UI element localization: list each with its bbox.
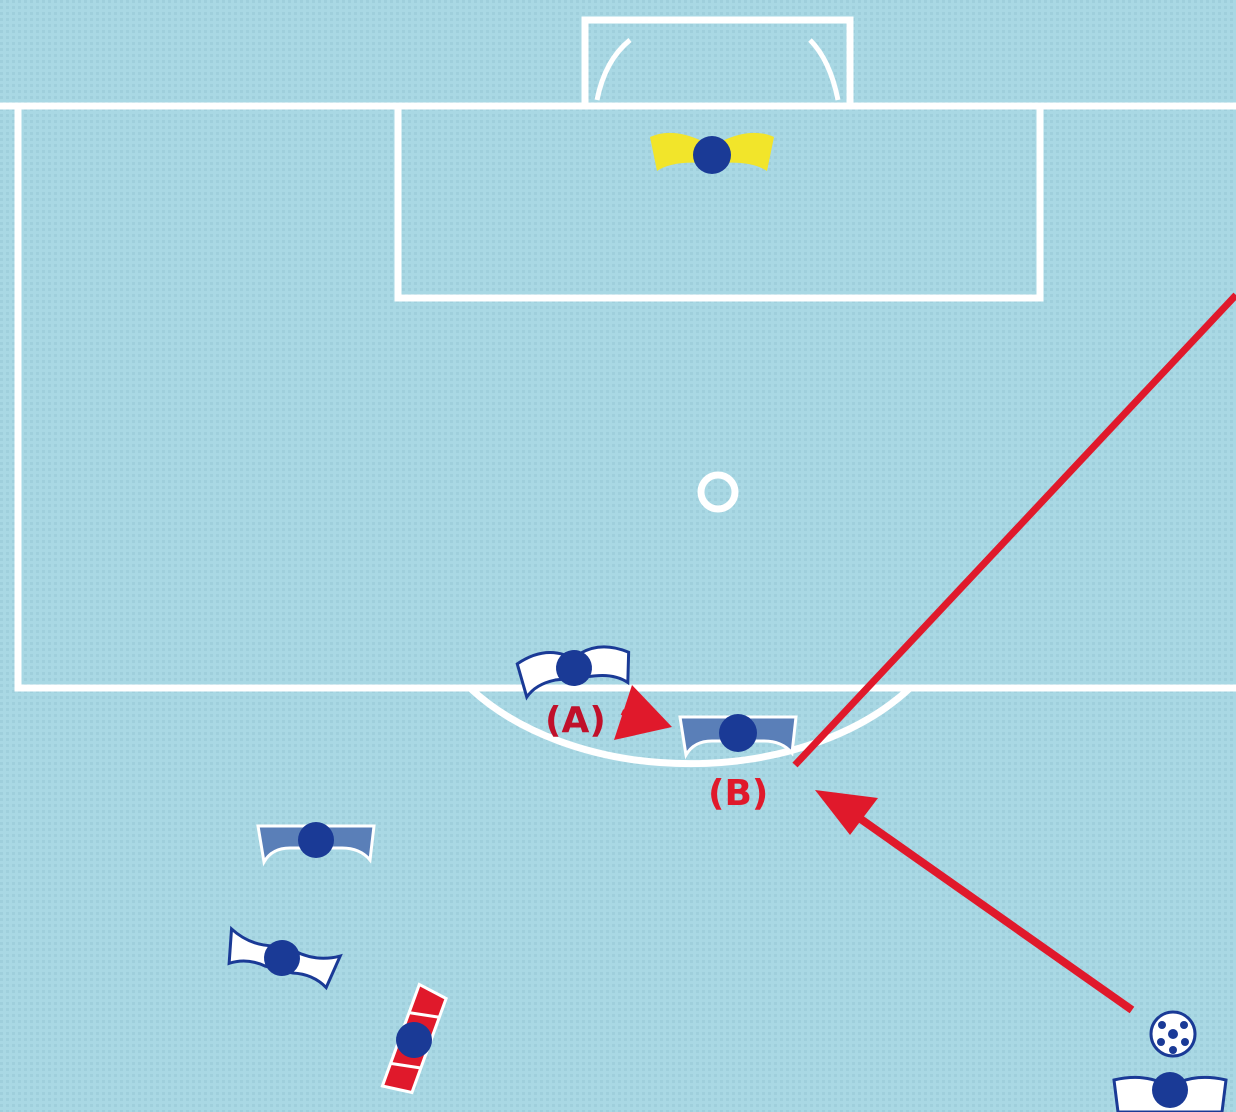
label-b: (B): [708, 773, 768, 814]
player-crosser-icon: [1114, 1072, 1226, 1112]
label-a: (A): [545, 700, 606, 741]
soccer-ball-icon: [1151, 1012, 1195, 1056]
